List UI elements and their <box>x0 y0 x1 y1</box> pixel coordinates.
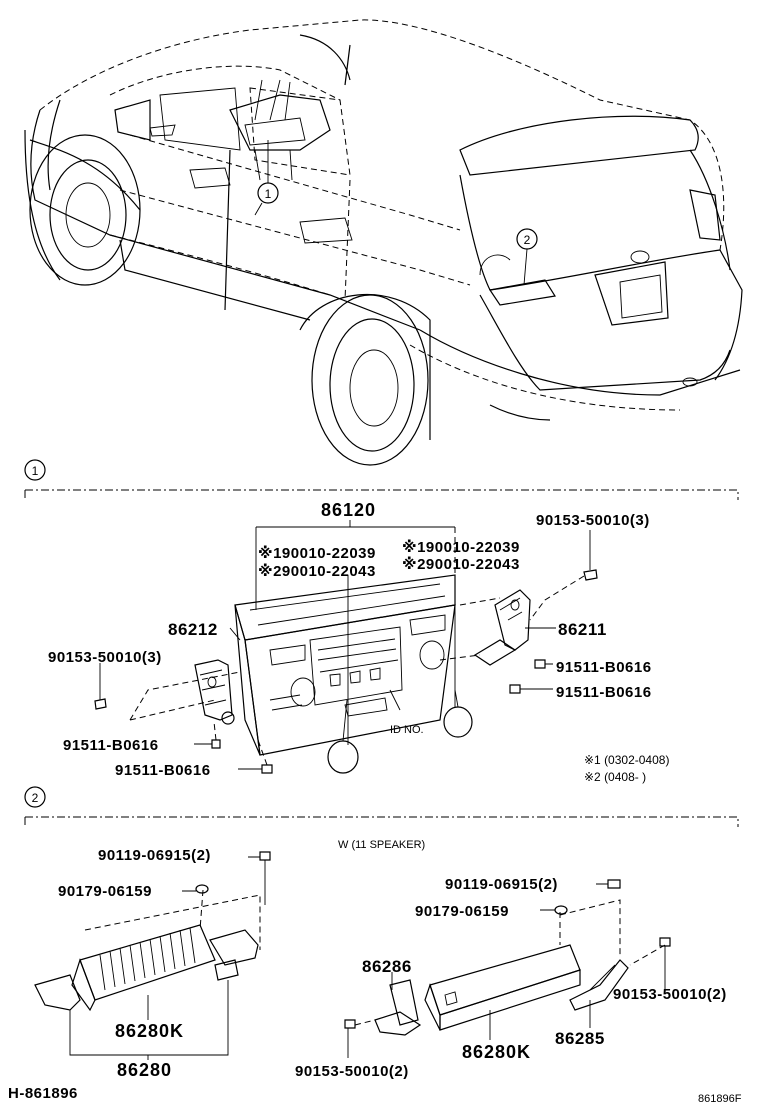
part-ref1-right: ※190010-22039 <box>402 538 520 556</box>
section-2-label: 2 <box>32 791 39 805</box>
note-2: ※2 (0408- ) <box>584 770 646 784</box>
section-2-bracket <box>24 816 739 827</box>
diagram-code-left: H-861896 <box>8 1085 78 1102</box>
note-1: ※1 (0302-0408) <box>584 753 669 767</box>
section-2-marker <box>24 786 46 808</box>
section-1-label: 1 <box>32 464 39 478</box>
bracket-86211 <box>473 589 531 666</box>
bracket-86212 <box>194 659 235 725</box>
part-ref2-left: ※290010-22043 <box>258 562 376 580</box>
callout-1-label: 1 <box>265 187 272 201</box>
part-86211: 86211 <box>558 620 607 639</box>
section-1: 1 <box>24 459 739 784</box>
amplifier-86280k-left <box>34 924 259 1012</box>
amplifier-86280k-right <box>374 944 629 1036</box>
part-screw-90153-tr: 90153-50010(3) <box>536 512 650 529</box>
section-2: 2 W (11 SPEAKER) <box>24 786 739 1080</box>
part-ref1-left: ※190010-22039 <box>258 544 376 562</box>
radio-head-unit-86120 <box>234 574 473 774</box>
part-washer-90179-left: 90179-06159 <box>58 883 152 900</box>
section-2-caption: W (11 SPEAKER) <box>338 839 425 851</box>
section-1-bracket <box>24 489 739 500</box>
part-bolt-91511-r1: 91511-B0616 <box>556 659 652 676</box>
part-screw-90119-left: 90119-06915(2) <box>98 847 211 864</box>
part-86280k-right: 86280K <box>462 1042 531 1062</box>
part-ref2-right: ※290010-22043 <box>402 555 520 573</box>
callout-2-label: 2 <box>524 233 531 247</box>
part-bolt-91511-l1: 91511-B0616 <box>63 737 159 754</box>
part-86286: 86286 <box>362 957 412 976</box>
part-screw-90119-right: 90119-06915(2) <box>445 876 558 893</box>
part-86212: 86212 <box>168 620 218 639</box>
diagram-code-right: 861896F <box>698 1093 742 1105</box>
part-86280k-left: 86280K <box>115 1021 184 1041</box>
part-86280-assy: 86280 <box>117 1060 172 1080</box>
part-washer-90179-right: 90179-06159 <box>415 903 509 920</box>
part-86285: 86285 <box>555 1029 605 1048</box>
section-1-marker <box>24 459 46 481</box>
part-bolt-90153-left: 90153-50010(2) <box>295 1063 409 1080</box>
bolt-91511-right <box>509 659 546 694</box>
vehicle-illustration: 1 2 <box>24 19 743 466</box>
part-86120: 86120 <box>321 500 376 520</box>
id-no-label: ID NO. <box>390 724 424 736</box>
part-bolt-90153-right: 90153-50010(2) <box>613 986 727 1003</box>
part-screw-90153-left: 90153-50010(3) <box>48 649 162 666</box>
part-bolt-91511-l2: 91511-B0616 <box>115 762 211 779</box>
part-bolt-91511-r2: 91511-B0616 <box>556 684 652 701</box>
